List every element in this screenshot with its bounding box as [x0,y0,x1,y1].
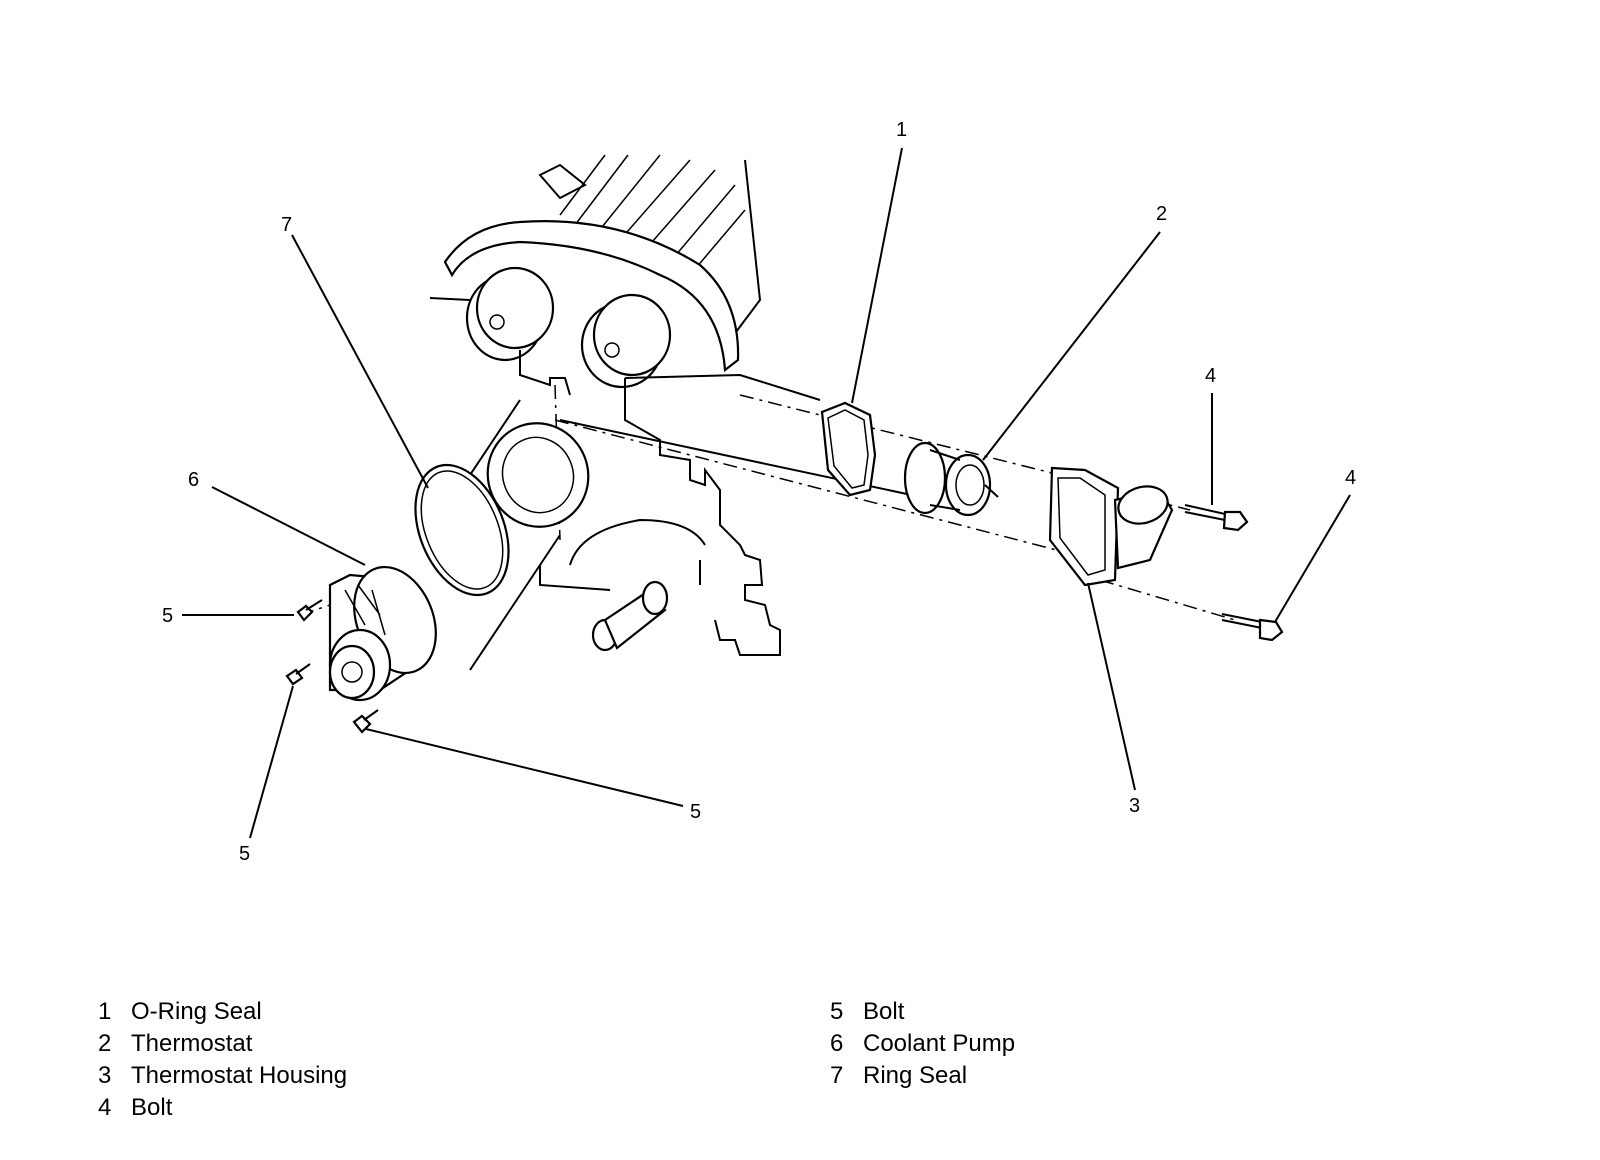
callout-4-top: 4 [1205,365,1216,387]
ring-seal-7 [414,463,510,597]
engine-block [429,154,936,671]
callout-labels: 1 2 3 4 4 5 5 5 6 7 [162,119,1356,865]
pump-bolts-5 [285,599,379,734]
coolant-pump-6 [328,565,437,702]
callout-7: 7 [281,214,292,236]
legend-label: Coolant Pump [863,1030,1016,1057]
thermostat-2 [903,441,999,517]
pump-gasket [486,422,590,528]
callout-4-right: 4 [1345,467,1356,489]
callout-5-bottom: 5 [690,801,701,823]
legend-right: 5 Bolt 6 Coolant Pump 7 Ring Seal [830,996,1015,1092]
legend-number: 3 [98,1062,112,1089]
callout-5-bottom-left: 5 [239,843,250,865]
legend-number: 6 [830,1030,844,1057]
legend-item: 2 Thermostat [98,1028,347,1060]
callout-3: 3 [1129,795,1140,817]
callout-2: 2 [1156,203,1167,225]
o-ring-seal-1 [820,401,877,497]
legend-label: Bolt [863,998,905,1025]
legend-label: Bolt [131,1094,173,1121]
housing-bolts-4 [1184,504,1284,642]
legend-label: O-Ring Seal [131,998,262,1025]
legend-label: Thermostat [131,1030,253,1057]
legend-number: 2 [98,1030,112,1057]
legend-number: 4 [98,1094,112,1121]
callout-1: 1 [896,119,907,141]
callout-5-left: 5 [162,605,173,627]
legend-left: 1 O-Ring Seal 2 Thermostat 3 Thermostat … [98,996,347,1124]
legend-item: 7 Ring Seal [830,1060,1015,1092]
legend-item: 3 Thermostat Housing [98,1060,347,1092]
legend-item: 5 Bolt [830,996,1015,1028]
legend-item: 1 O-Ring Seal [98,996,347,1028]
legend-number: 1 [98,998,112,1025]
legend-item: 6 Coolant Pump [830,1028,1015,1060]
thermostat-housing-3 [1048,466,1174,587]
legend-label: Thermostat Housing [131,1062,348,1089]
legend-number: 5 [830,998,844,1025]
callout-6: 6 [188,469,199,491]
legend-label: Ring Seal [863,1062,968,1089]
legend-number: 7 [830,1062,844,1089]
legend-item: 4 Bolt [98,1092,347,1124]
leader-lines [182,147,1351,839]
